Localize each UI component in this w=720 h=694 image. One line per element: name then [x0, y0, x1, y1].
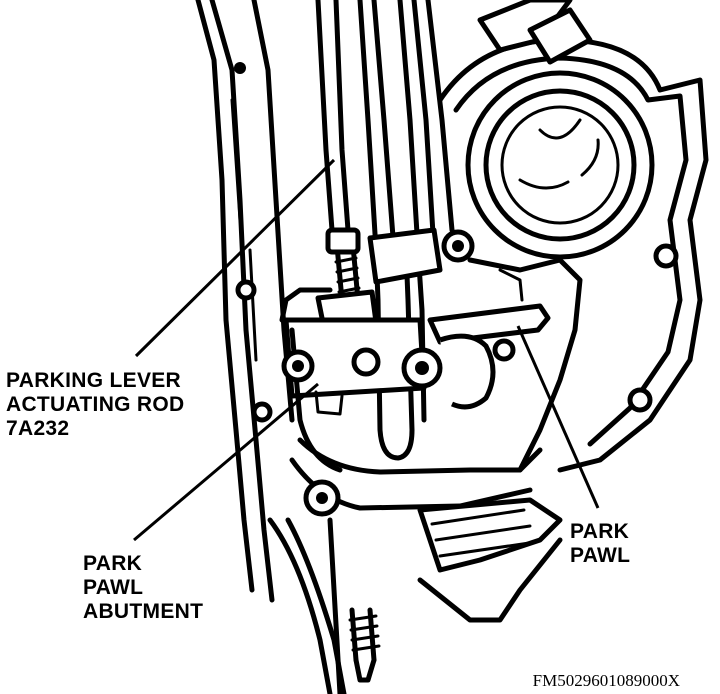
leader-park-pawl	[516, 325, 600, 509]
case-body	[279, 257, 583, 511]
label-parking-lever-actuating-rod: PARKING LEVER ACTUATING ROD 7A232	[6, 369, 185, 441]
tube-clip	[367, 227, 475, 285]
leader-actuating-rod	[134, 158, 336, 358]
label-rod-line1: PARKING LEVER	[6, 369, 182, 392]
actuating-rod	[315, 227, 379, 331]
label-park-pawl-abutment: PARK PAWL ABUTMENT	[83, 552, 203, 624]
case-left-wall	[195, 0, 295, 603]
figure-code: FM5029601089000X	[532, 671, 680, 690]
label-abut-line3: ABUTMENT	[83, 600, 204, 623]
label-pawl-line2: PAWL	[570, 544, 631, 567]
label-park-pawl: PARK PAWL	[570, 520, 630, 568]
lower-extension	[267, 479, 563, 694]
label-rod-line2: ACTUATING ROD	[6, 393, 185, 416]
label-abut-line1: PARK	[83, 552, 143, 575]
park-pawl	[427, 268, 551, 410]
servo-housing	[437, 0, 709, 473]
leader-pawl-abutment	[133, 382, 319, 542]
label-pawl-line1: PARK	[570, 520, 630, 543]
label-rod-line3: 7A232	[6, 417, 70, 440]
drain-bolt	[348, 607, 381, 683]
label-abut-line2: PAWL	[83, 576, 144, 599]
